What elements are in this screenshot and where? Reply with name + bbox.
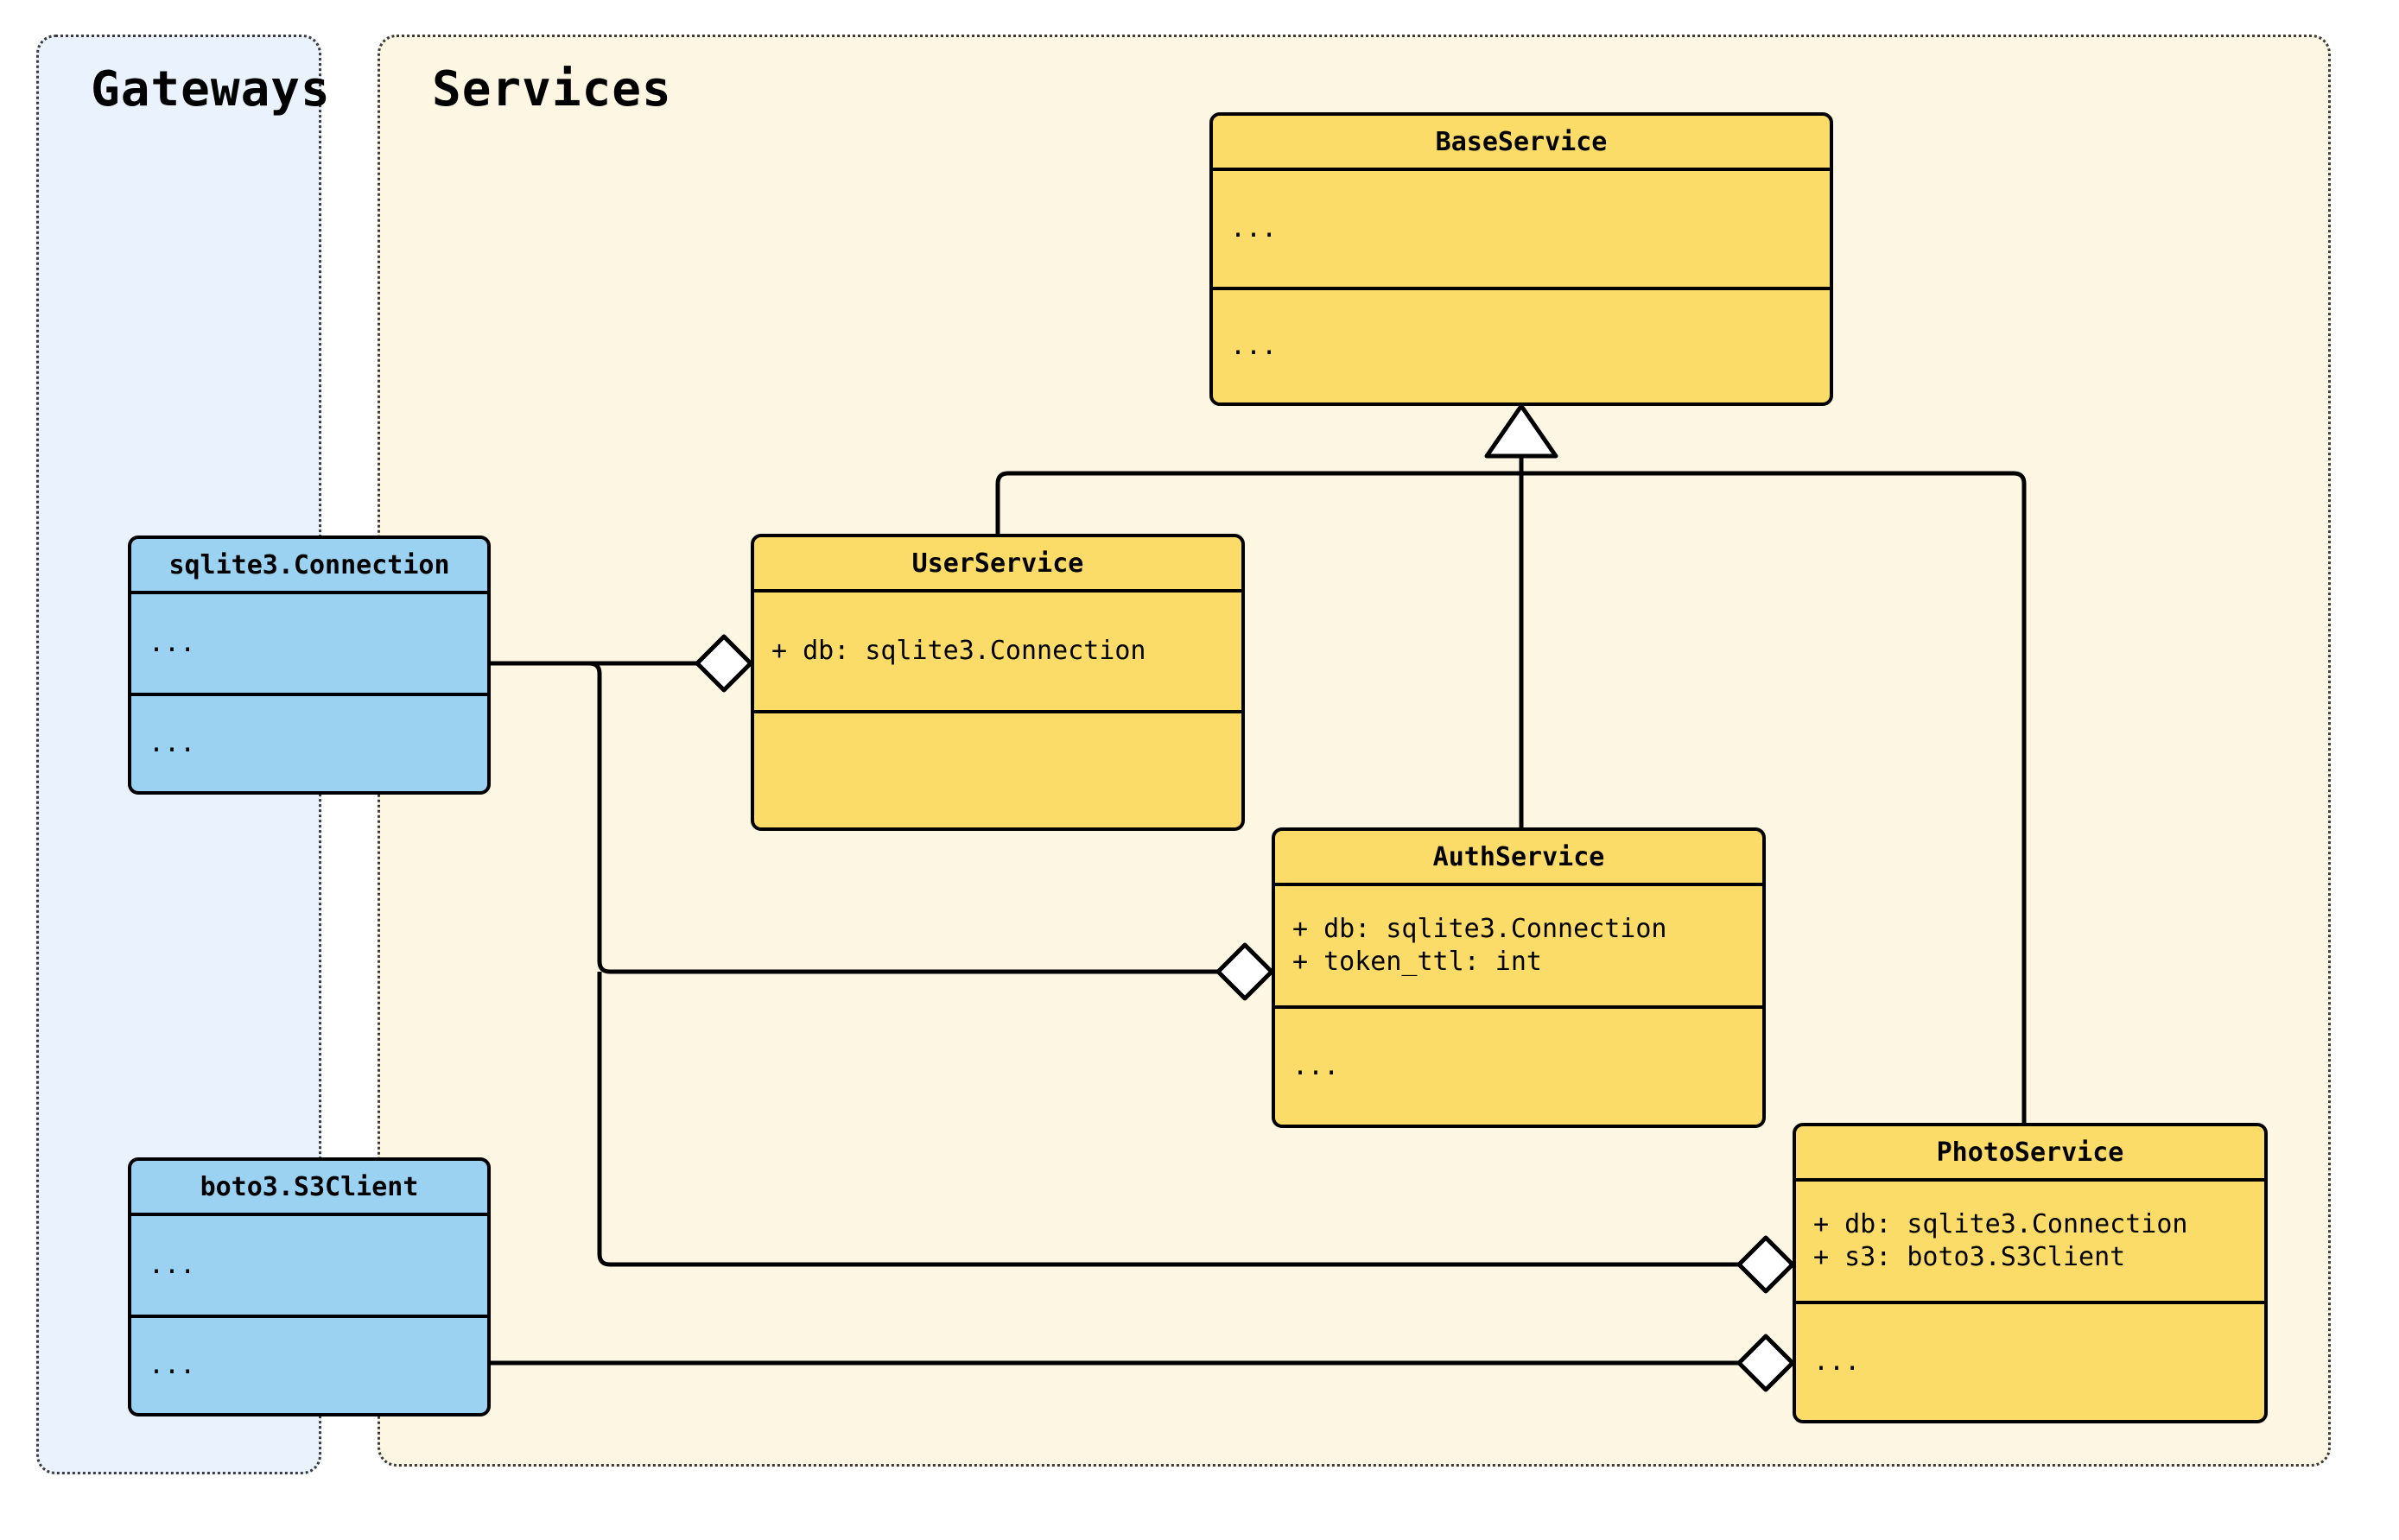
- attribute-row: ...: [1230, 212, 1278, 244]
- methods-compartment-baseservice: ...: [1213, 287, 1830, 402]
- attributes-compartment-photoservice: + db: sqlite3.Connection+ s3: boto3.S3Cl…: [1796, 1182, 2264, 1301]
- attributes-compartment-userservice: + db: sqlite3.Connection: [754, 593, 1241, 710]
- attribute-row: + s3: boto3.S3Client: [1813, 1242, 2126, 1272]
- methods-compartment-boto3-s3client: ...: [131, 1315, 487, 1413]
- class-box-authservice[interactable]: AuthService+ db: sqlite3.Connection+ tok…: [1272, 827, 1766, 1128]
- class-box-sqlite3-connection[interactable]: sqlite3.Connection......: [128, 536, 491, 795]
- methods-compartment-userservice: [754, 710, 1241, 827]
- class-name-boto3-s3client: boto3.S3Client: [131, 1161, 487, 1216]
- attribute-row: + db: sqlite3.Connection: [771, 635, 1146, 666]
- package-services-title: Services: [432, 61, 672, 117]
- class-name-authservice: AuthService: [1275, 831, 1762, 886]
- class-name-baseservice: BaseService: [1213, 116, 1830, 171]
- method-row: ...: [1230, 330, 1278, 361]
- method-row: ...: [149, 1349, 196, 1380]
- attribute-row: + db: sqlite3.Connection: [1813, 1208, 2188, 1239]
- class-name-userservice: UserService: [754, 537, 1241, 593]
- class-box-baseservice[interactable]: BaseService......: [1209, 112, 1833, 406]
- class-box-photoservice[interactable]: PhotoService+ db: sqlite3.Connection+ s3…: [1793, 1123, 2268, 1423]
- attributes-compartment-authservice: + db: sqlite3.Connection+ token_ttl: int: [1275, 886, 1762, 1005]
- attributes-compartment-boto3-s3client: ...: [131, 1216, 487, 1315]
- method-row: ...: [149, 727, 196, 758]
- attributes-compartment-sqlite3-connection: ...: [131, 594, 487, 693]
- class-name-photoservice: PhotoService: [1796, 1126, 2264, 1182]
- attribute-row: ...: [149, 1249, 196, 1280]
- methods-compartment-photoservice: ...: [1796, 1301, 2264, 1420]
- methods-compartment-sqlite3-connection: ...: [131, 693, 487, 791]
- attribute-row: + token_ttl: int: [1292, 947, 1542, 977]
- method-row: ...: [1292, 1050, 1340, 1081]
- methods-compartment-authservice: ...: [1275, 1005, 1762, 1125]
- class-name-sqlite3-connection: sqlite3.Connection: [131, 539, 487, 594]
- method-row: ...: [1813, 1346, 1861, 1377]
- package-gateways-title: Gateways: [91, 61, 331, 117]
- attribute-row: + db: sqlite3.Connection: [1292, 913, 1667, 944]
- attribute-row: ...: [149, 627, 196, 658]
- attributes-compartment-baseservice: ...: [1213, 171, 1830, 287]
- class-box-userservice[interactable]: UserService + db: sqlite3.Connection: [751, 534, 1245, 831]
- class-box-boto3-s3client[interactable]: boto3.S3Client......: [128, 1157, 491, 1416]
